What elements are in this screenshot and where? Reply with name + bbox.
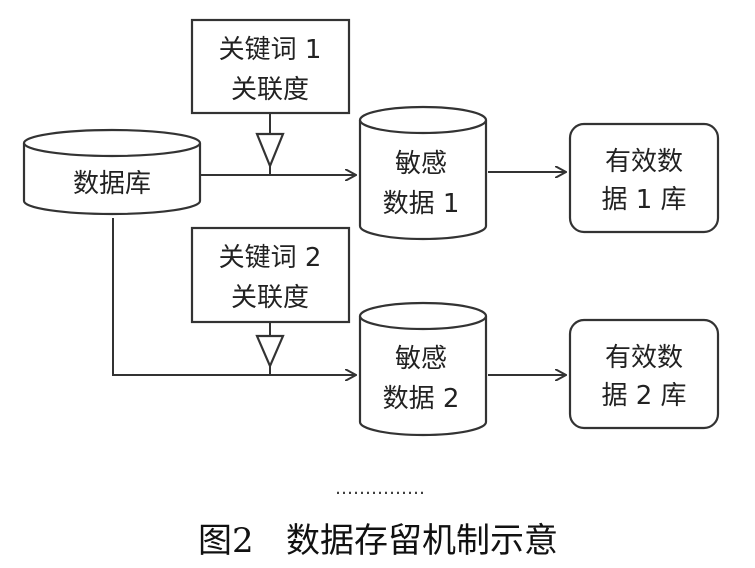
keyword-1-label: 关键词 1 bbox=[219, 35, 322, 65]
valid-data-2-store: 有效数 据 2 库 bbox=[568, 318, 720, 430]
sensitive-1-line2: 数据 1 bbox=[383, 189, 460, 219]
keyword-2-relevance-box: 关键词 2 关联度 bbox=[190, 226, 351, 324]
valid-1-line2: 据 1 库 bbox=[601, 185, 686, 215]
sensitive-data-1-cylinder: 敏感 数据 1 bbox=[358, 105, 488, 241]
filter-2-connector bbox=[255, 322, 285, 375]
sensitive-2-line2: 数据 2 bbox=[383, 384, 460, 414]
database-label: 数据库 bbox=[73, 169, 151, 199]
filter-1-connector bbox=[255, 113, 285, 175]
database-cylinder: 数据库 bbox=[22, 128, 202, 216]
sensitive-1-line1: 敏感 bbox=[395, 149, 447, 179]
valid-1-line1: 有效数 bbox=[605, 147, 683, 177]
valid-2-line1: 有效数 bbox=[605, 343, 683, 373]
relevance-2-label: 关联度 bbox=[231, 283, 309, 313]
sensitive-2-line1: 敏感 bbox=[395, 344, 447, 374]
sensitive-data-2-cylinder: 敏感 数据 2 bbox=[358, 301, 488, 437]
figure-caption: 图2 数据存留机制示意 bbox=[198, 521, 558, 561]
arrow-database-to-sensitive-2 bbox=[112, 218, 356, 375]
relevance-1-label: 关联度 bbox=[231, 75, 309, 105]
keyword-1-relevance-box: 关键词 1 关联度 bbox=[190, 18, 351, 115]
valid-data-1-store: 有效数 据 1 库 bbox=[568, 122, 720, 234]
valid-2-line2: 据 2 库 bbox=[601, 381, 686, 411]
ellipsis: …………… bbox=[335, 478, 425, 499]
keyword-2-label: 关键词 2 bbox=[219, 243, 322, 273]
